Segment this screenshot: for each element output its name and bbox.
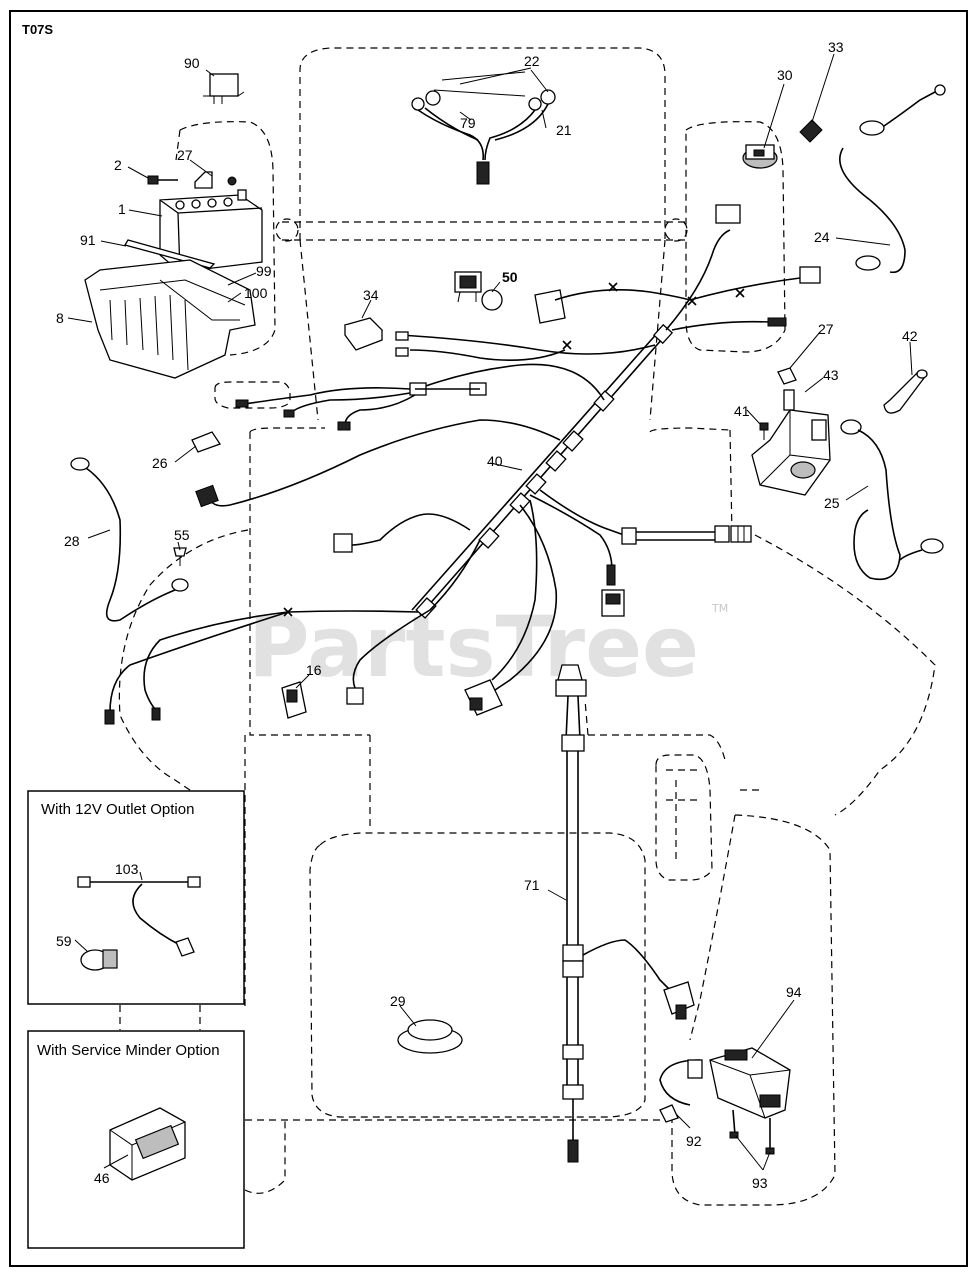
- clip-26: [191, 431, 221, 453]
- cable-28: [70, 457, 189, 622]
- callout-8: 8: [56, 310, 64, 326]
- callout-100: 100: [244, 285, 268, 301]
- callout-55: 55: [174, 527, 190, 543]
- callout-103: 103: [115, 861, 139, 877]
- diagram-border: [9, 10, 968, 1267]
- part-29: [397, 1019, 463, 1054]
- callout-28: 28: [64, 533, 80, 549]
- callout-40: 40: [487, 453, 503, 469]
- harness-71: [555, 664, 695, 1163]
- watermark-tm: TM: [711, 602, 728, 615]
- callout-16: 16: [306, 662, 322, 678]
- callout-29: 29: [390, 993, 406, 1009]
- main-harness-40: [104, 204, 821, 725]
- battery-tray-8: [84, 259, 256, 379]
- ignition-switch-30: [742, 144, 778, 169]
- battery-cable-25: [840, 419, 944, 580]
- relay-90: [203, 73, 245, 104]
- callout-30: 30: [777, 67, 793, 83]
- service-option-title: With Service Minder Option: [37, 1042, 220, 1059]
- outlet-option-title: With 12V Outlet Option: [41, 801, 194, 818]
- bolt-55: [173, 547, 187, 566]
- callout-59: 59: [56, 933, 72, 949]
- solenoid-43: [751, 367, 831, 496]
- callout-34: 34: [363, 287, 379, 303]
- callout-71: 71: [524, 877, 540, 893]
- cut-marks: [137, 282, 745, 889]
- callout-90: 90: [184, 55, 200, 71]
- callout-42: 42: [902, 328, 918, 344]
- battery-bracket-27: [194, 171, 237, 189]
- callout-91: 91: [80, 232, 96, 248]
- diagram-code: T07S: [22, 22, 53, 37]
- callout-22: 22: [524, 53, 540, 69]
- screw-41: [759, 422, 769, 440]
- leader-lines: [67, 53, 913, 1171]
- callout-41: 41: [734, 403, 750, 419]
- callout-92: 92: [686, 1133, 702, 1149]
- callout-1: 1: [118, 201, 126, 217]
- callout-27-nut: 27: [818, 321, 834, 337]
- service-option-box: With Service Minder Option: [27, 1030, 245, 1249]
- callout-79: 79: [460, 115, 476, 131]
- callout-24: 24: [814, 229, 830, 245]
- callout-93: 93: [752, 1175, 768, 1191]
- relay-16: [281, 681, 307, 719]
- outlet-option-box: With 12V Outlet Option: [27, 790, 245, 1005]
- battery-cable-24: [839, 84, 946, 274]
- connector-92: [659, 1059, 703, 1123]
- callout-26: 26: [152, 455, 168, 471]
- battery-bolt-2: [147, 175, 178, 185]
- switch-34: [343, 317, 384, 351]
- callout-50: 50: [502, 269, 518, 285]
- callout-94: 94: [786, 984, 802, 1000]
- fuse-33: [799, 119, 823, 143]
- watermark: PartsTree: [248, 598, 699, 696]
- headlight-harness: [411, 71, 556, 185]
- callout-46: 46: [94, 1170, 110, 1186]
- screws-93: [729, 1109, 775, 1155]
- callout-25: 25: [824, 495, 840, 511]
- callout-99: 99: [256, 263, 272, 279]
- module: [534, 289, 566, 324]
- callout-43: 43: [823, 367, 839, 383]
- battery-1: [159, 189, 263, 273]
- terminal-boot-42: [883, 369, 928, 414]
- switch-50: [454, 271, 503, 311]
- callouts: 90 22 21 79 30 33 27 2 1 91 99 100 8 24 …: [56, 39, 918, 1191]
- module-94: [709, 1047, 791, 1119]
- callout-33: 33: [828, 39, 844, 55]
- callout-2: 2: [114, 157, 122, 173]
- callout-21: 21: [556, 122, 572, 138]
- callout-27-bracket: 27: [177, 147, 193, 163]
